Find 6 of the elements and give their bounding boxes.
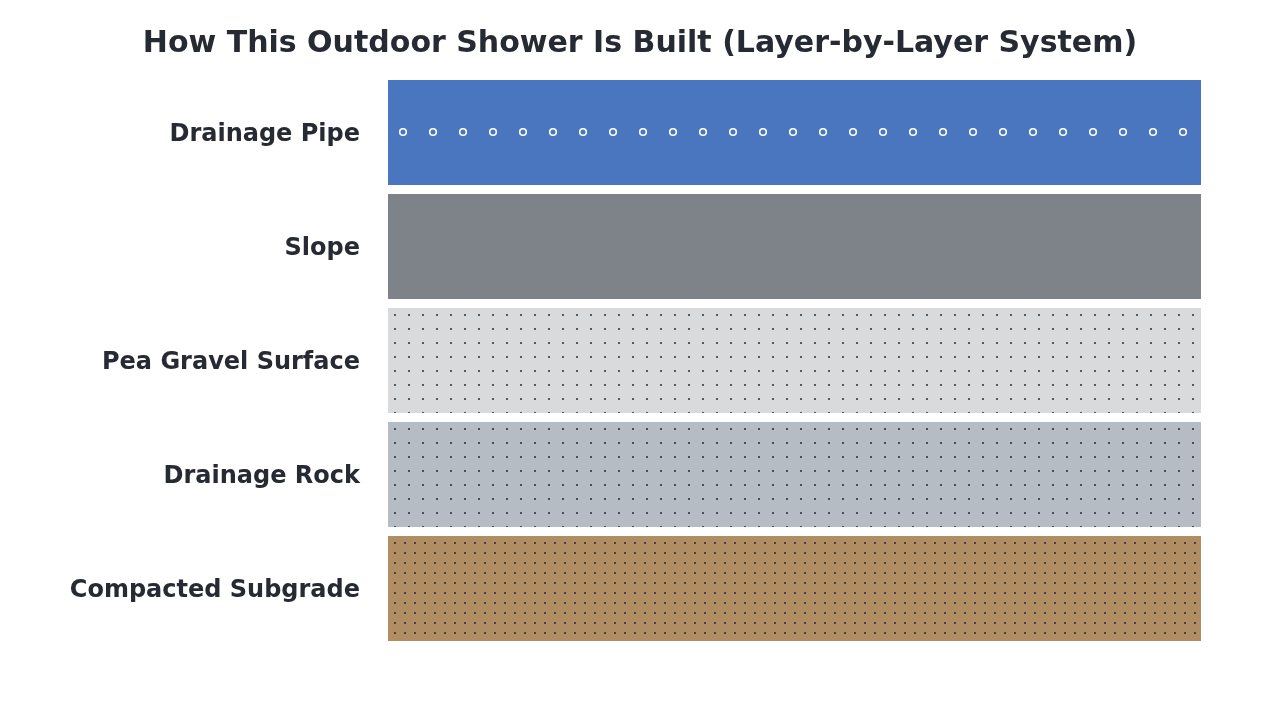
layer-label: Pea Gravel Surface [102, 346, 360, 375]
layer-label: Compacted Subgrade [69, 574, 360, 603]
layer-label: Slope [284, 232, 360, 261]
layer-label: Drainage Pipe [169, 118, 360, 147]
diagram-title: How This Outdoor Shower Is Built (Layer-by-Layer System) [141, 24, 1139, 59]
layer-label: Drainage Rock [163, 460, 360, 489]
